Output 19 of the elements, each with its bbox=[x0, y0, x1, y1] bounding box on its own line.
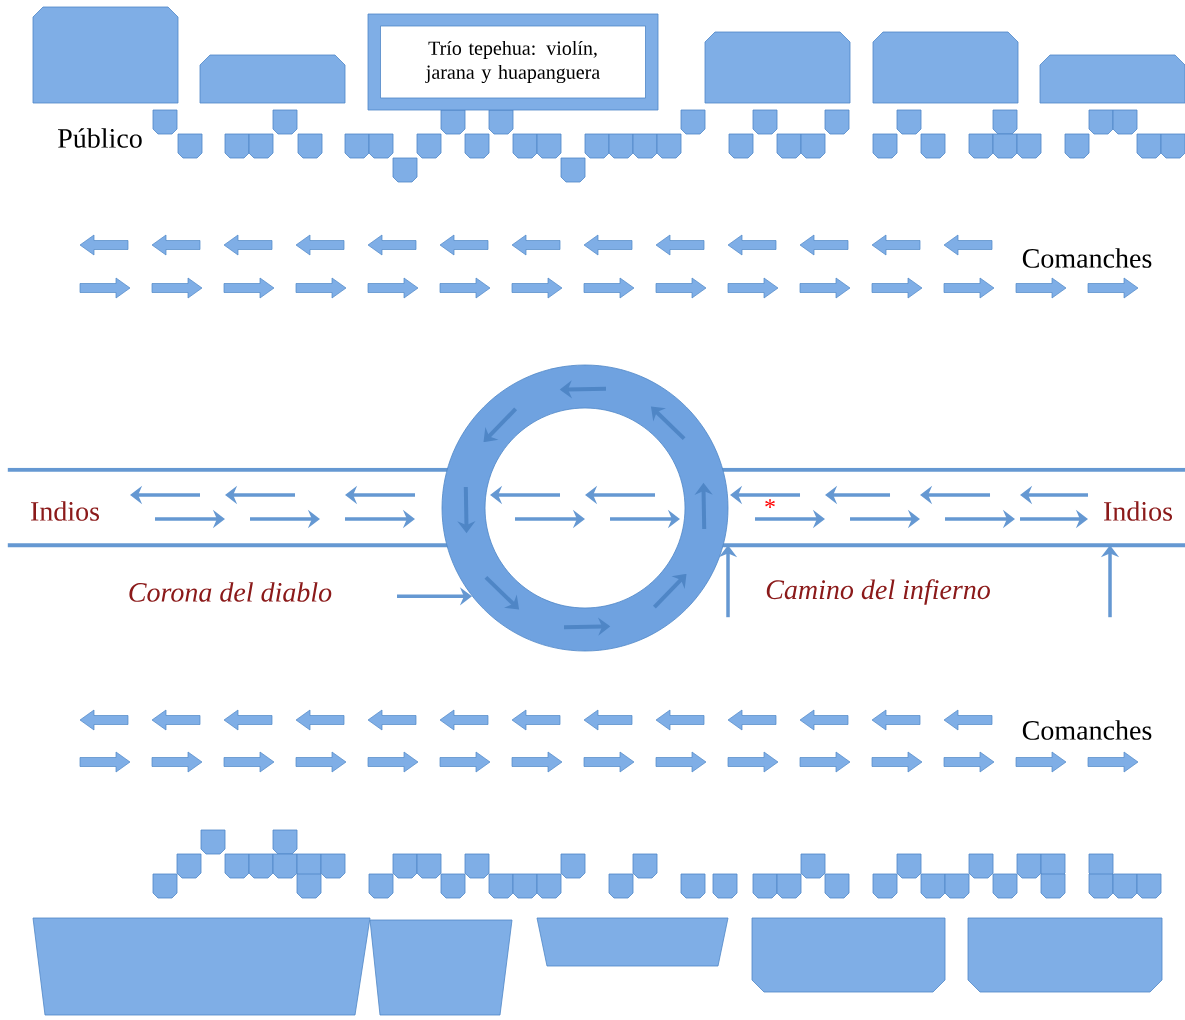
stand-block bbox=[199, 54, 346, 104]
text-label: Indios bbox=[1104, 501, 1172, 521]
stand-block bbox=[967, 917, 1163, 993]
stand-block bbox=[704, 31, 851, 104]
text-label: Comanches bbox=[1022, 248, 1152, 268]
text-label: Comanches bbox=[1022, 720, 1152, 740]
stand-block bbox=[32, 6, 179, 104]
stand-block bbox=[872, 31, 1019, 104]
stand-block bbox=[536, 917, 729, 967]
stand-block bbox=[751, 917, 946, 993]
text-label: Indios bbox=[31, 501, 99, 521]
text-label: Camino del infierno bbox=[766, 579, 990, 605]
ring bbox=[441, 364, 729, 652]
stand-block bbox=[369, 919, 513, 1016]
text-label: * bbox=[765, 499, 775, 508]
text-label: Corona del diablo bbox=[129, 582, 332, 602]
stage-box: Trío tepehua: violín, jarana y huapanguera bbox=[367, 13, 659, 111]
text-label: Público bbox=[58, 128, 142, 148]
stand-block bbox=[1039, 54, 1185, 104]
